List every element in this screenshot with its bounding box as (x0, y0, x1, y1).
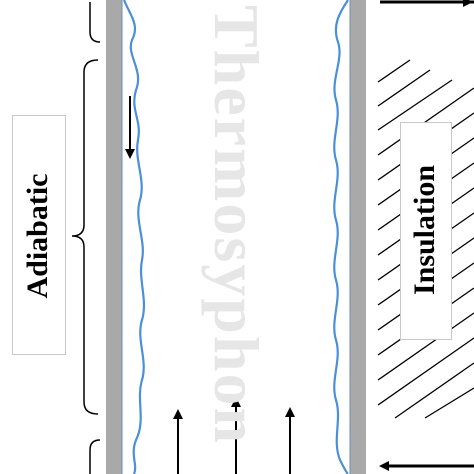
thermosyphon-watermark: Thermosyphon (201, 4, 272, 446)
right-tube-wall (350, 0, 366, 474)
insulation-label-box (400, 122, 452, 340)
bottom-brace (89, 439, 101, 474)
top-brace (89, 2, 101, 43)
adiabatic-label-box (12, 115, 66, 355)
adiabatic-label: Adiabatic (21, 173, 54, 299)
adiabatic-brace (71, 59, 99, 415)
left-tube-wall (106, 0, 122, 474)
insulation-label: Insulation (408, 164, 441, 296)
left-fluid-film (122, 0, 146, 474)
right-fluid-film (333, 0, 349, 474)
